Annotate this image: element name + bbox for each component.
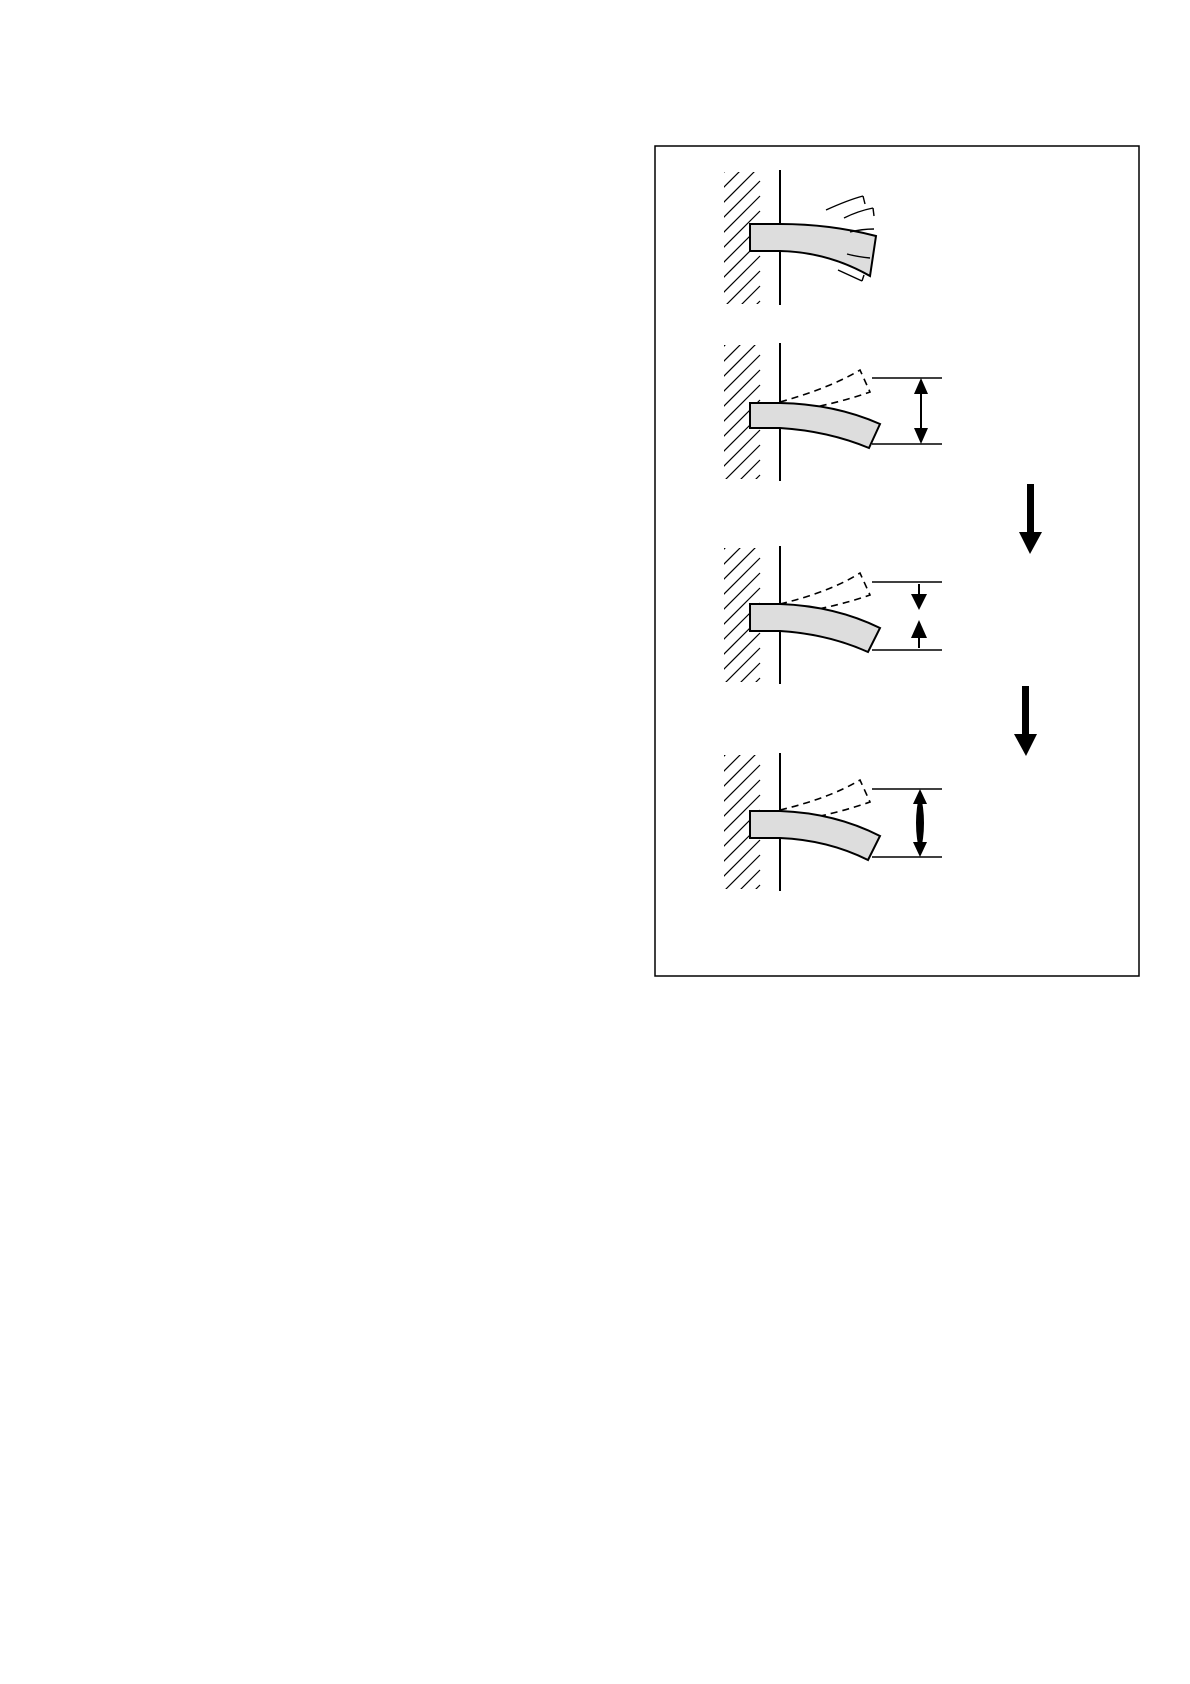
beam [750, 811, 880, 860]
beam [750, 224, 876, 276]
panel-3 [700, 513, 942, 738]
flow-arrow-down [1014, 686, 1037, 756]
panel-2 [700, 310, 942, 535]
beam [750, 403, 880, 448]
amplitude-dimension [872, 378, 942, 444]
panel-4 [700, 720, 942, 945]
flow-arrow-down [1019, 484, 1042, 554]
panel-1 [700, 136, 876, 361]
amplitude-dimension [872, 789, 942, 857]
amplitude-dimension [872, 582, 942, 650]
beam [750, 604, 880, 652]
